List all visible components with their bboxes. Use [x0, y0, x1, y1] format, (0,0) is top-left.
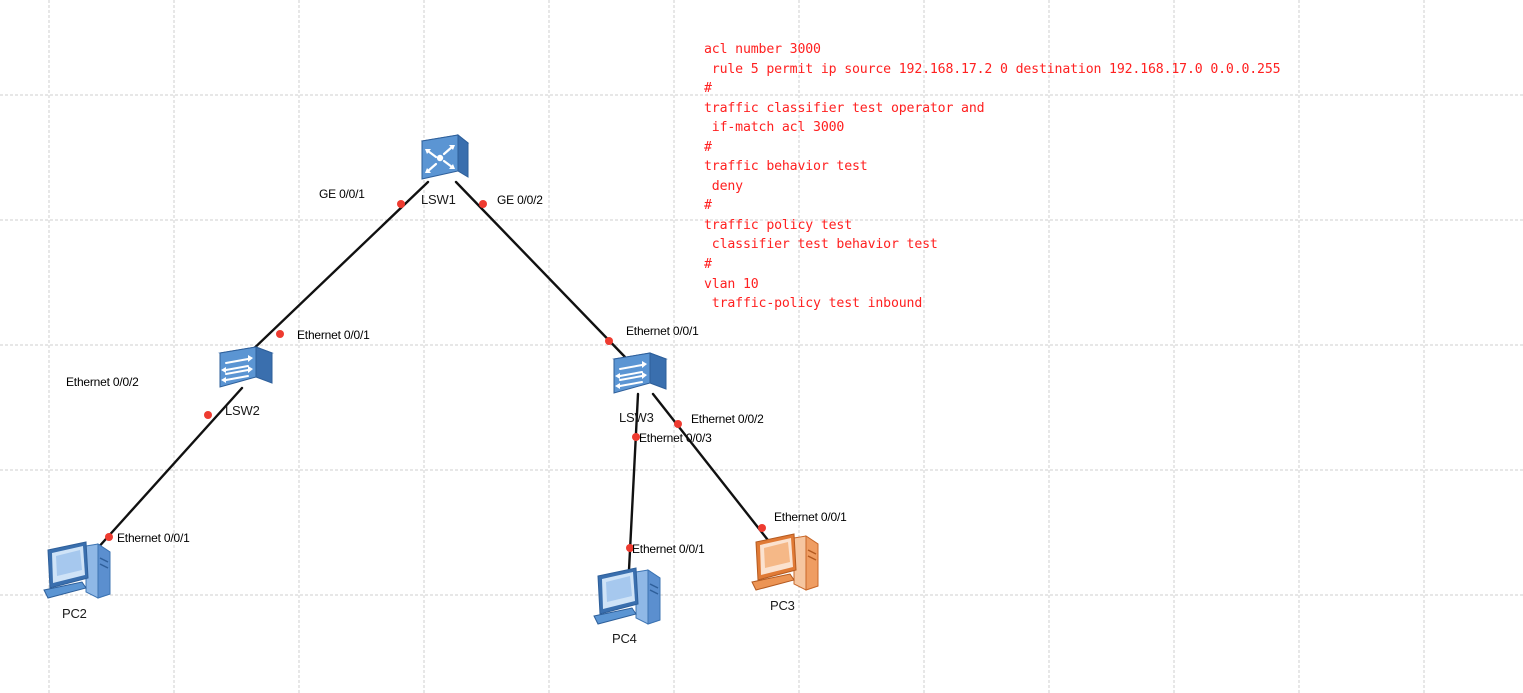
config-line: #	[704, 198, 712, 214]
port-dot-lsw1-ge002[interactable]	[479, 200, 487, 208]
config-line: traffic-policy test inbound	[704, 296, 923, 312]
port-label-pc4-eth001: Ethernet 0/0/1	[632, 542, 705, 556]
port-dot-lsw2-eth002[interactable]	[204, 411, 212, 419]
config-line: acl number 3000	[704, 42, 821, 57]
config-line: #	[704, 257, 712, 273]
link-lsw1-lsw3[interactable]	[454, 180, 627, 359]
pc-icon	[593, 567, 661, 625]
device-name-lsw1: LSW1	[421, 192, 456, 207]
port-dot-lsw2-eth001[interactable]	[276, 330, 284, 338]
port-dot-lsw3-eth001[interactable]	[605, 337, 613, 345]
pc-icon-orange	[751, 533, 819, 591]
pc-icon	[43, 541, 111, 599]
device-pc2[interactable]	[42, 538, 112, 602]
port-label-lsw2-eth002: Ethernet 0/0/2	[66, 375, 139, 389]
link-lsw1-lsw2[interactable]	[244, 180, 430, 358]
device-name-lsw3: LSW3	[619, 410, 654, 425]
config-line: traffic policy test	[704, 217, 853, 233]
device-name-lsw2: LSW2	[225, 403, 260, 418]
device-lsw2[interactable]	[218, 345, 274, 393]
config-line: deny	[704, 178, 743, 194]
link-lsw3-pc3[interactable]	[651, 392, 773, 546]
port-label-lsw3-eth001: Ethernet 0/0/1	[626, 324, 699, 338]
config-text-block: acl number 3000 rule 5 permit ip source …	[704, 40, 1281, 314]
link-lsw2-pc2[interactable]	[94, 386, 244, 552]
access-switch-icon	[612, 352, 668, 394]
config-line: traffic classifier test operator and	[704, 100, 985, 116]
device-pc3[interactable]	[750, 530, 820, 594]
port-dot-pc4-eth001[interactable]	[626, 544, 634, 552]
port-dots	[105, 200, 766, 552]
config-line: if-match acl 3000	[704, 120, 845, 136]
device-lsw1[interactable]	[414, 133, 470, 187]
device-name-pc4: PC4	[612, 631, 637, 646]
port-label-lsw3-eth003: Ethernet 0/0/3	[639, 431, 712, 445]
device-lsw3[interactable]	[612, 351, 668, 399]
port-label-lsw3-eth002: Ethernet 0/0/2	[691, 412, 764, 426]
core-switch-icon	[420, 133, 470, 180]
port-dot-pc2-eth001[interactable]	[105, 533, 113, 541]
port-dot-pc3-eth001[interactable]	[758, 524, 766, 532]
port-dot-lsw1-ge001[interactable]	[397, 200, 405, 208]
port-label-lsw1-ge001: GE 0/0/1	[319, 187, 365, 201]
port-dot-lsw3-eth002[interactable]	[674, 420, 682, 428]
config-line: #	[704, 81, 712, 97]
config-line: classifier test behavior test	[704, 237, 938, 253]
config-line: #	[704, 139, 712, 155]
port-label-lsw2-eth001: Ethernet 0/0/1	[297, 328, 370, 342]
port-label-lsw1-ge002: GE 0/0/2	[497, 193, 543, 207]
port-dot-lsw3-eth003[interactable]	[632, 433, 640, 441]
device-pc4[interactable]	[592, 564, 662, 628]
links	[94, 180, 773, 572]
device-name-pc2: PC2	[62, 606, 87, 621]
link-lsw3-pc4[interactable]	[627, 392, 640, 572]
config-line: traffic behavior test	[704, 159, 868, 175]
config-line: rule 5 permit ip source 192.168.17.2 0 d…	[704, 61, 1281, 77]
device-name-pc3: PC3	[770, 598, 795, 613]
port-label-pc3-eth001: Ethernet 0/0/1	[774, 510, 847, 524]
port-label-pc2-eth001: Ethernet 0/0/1	[117, 531, 190, 545]
access-switch-icon	[218, 346, 274, 388]
config-line: vlan 10	[704, 276, 759, 292]
